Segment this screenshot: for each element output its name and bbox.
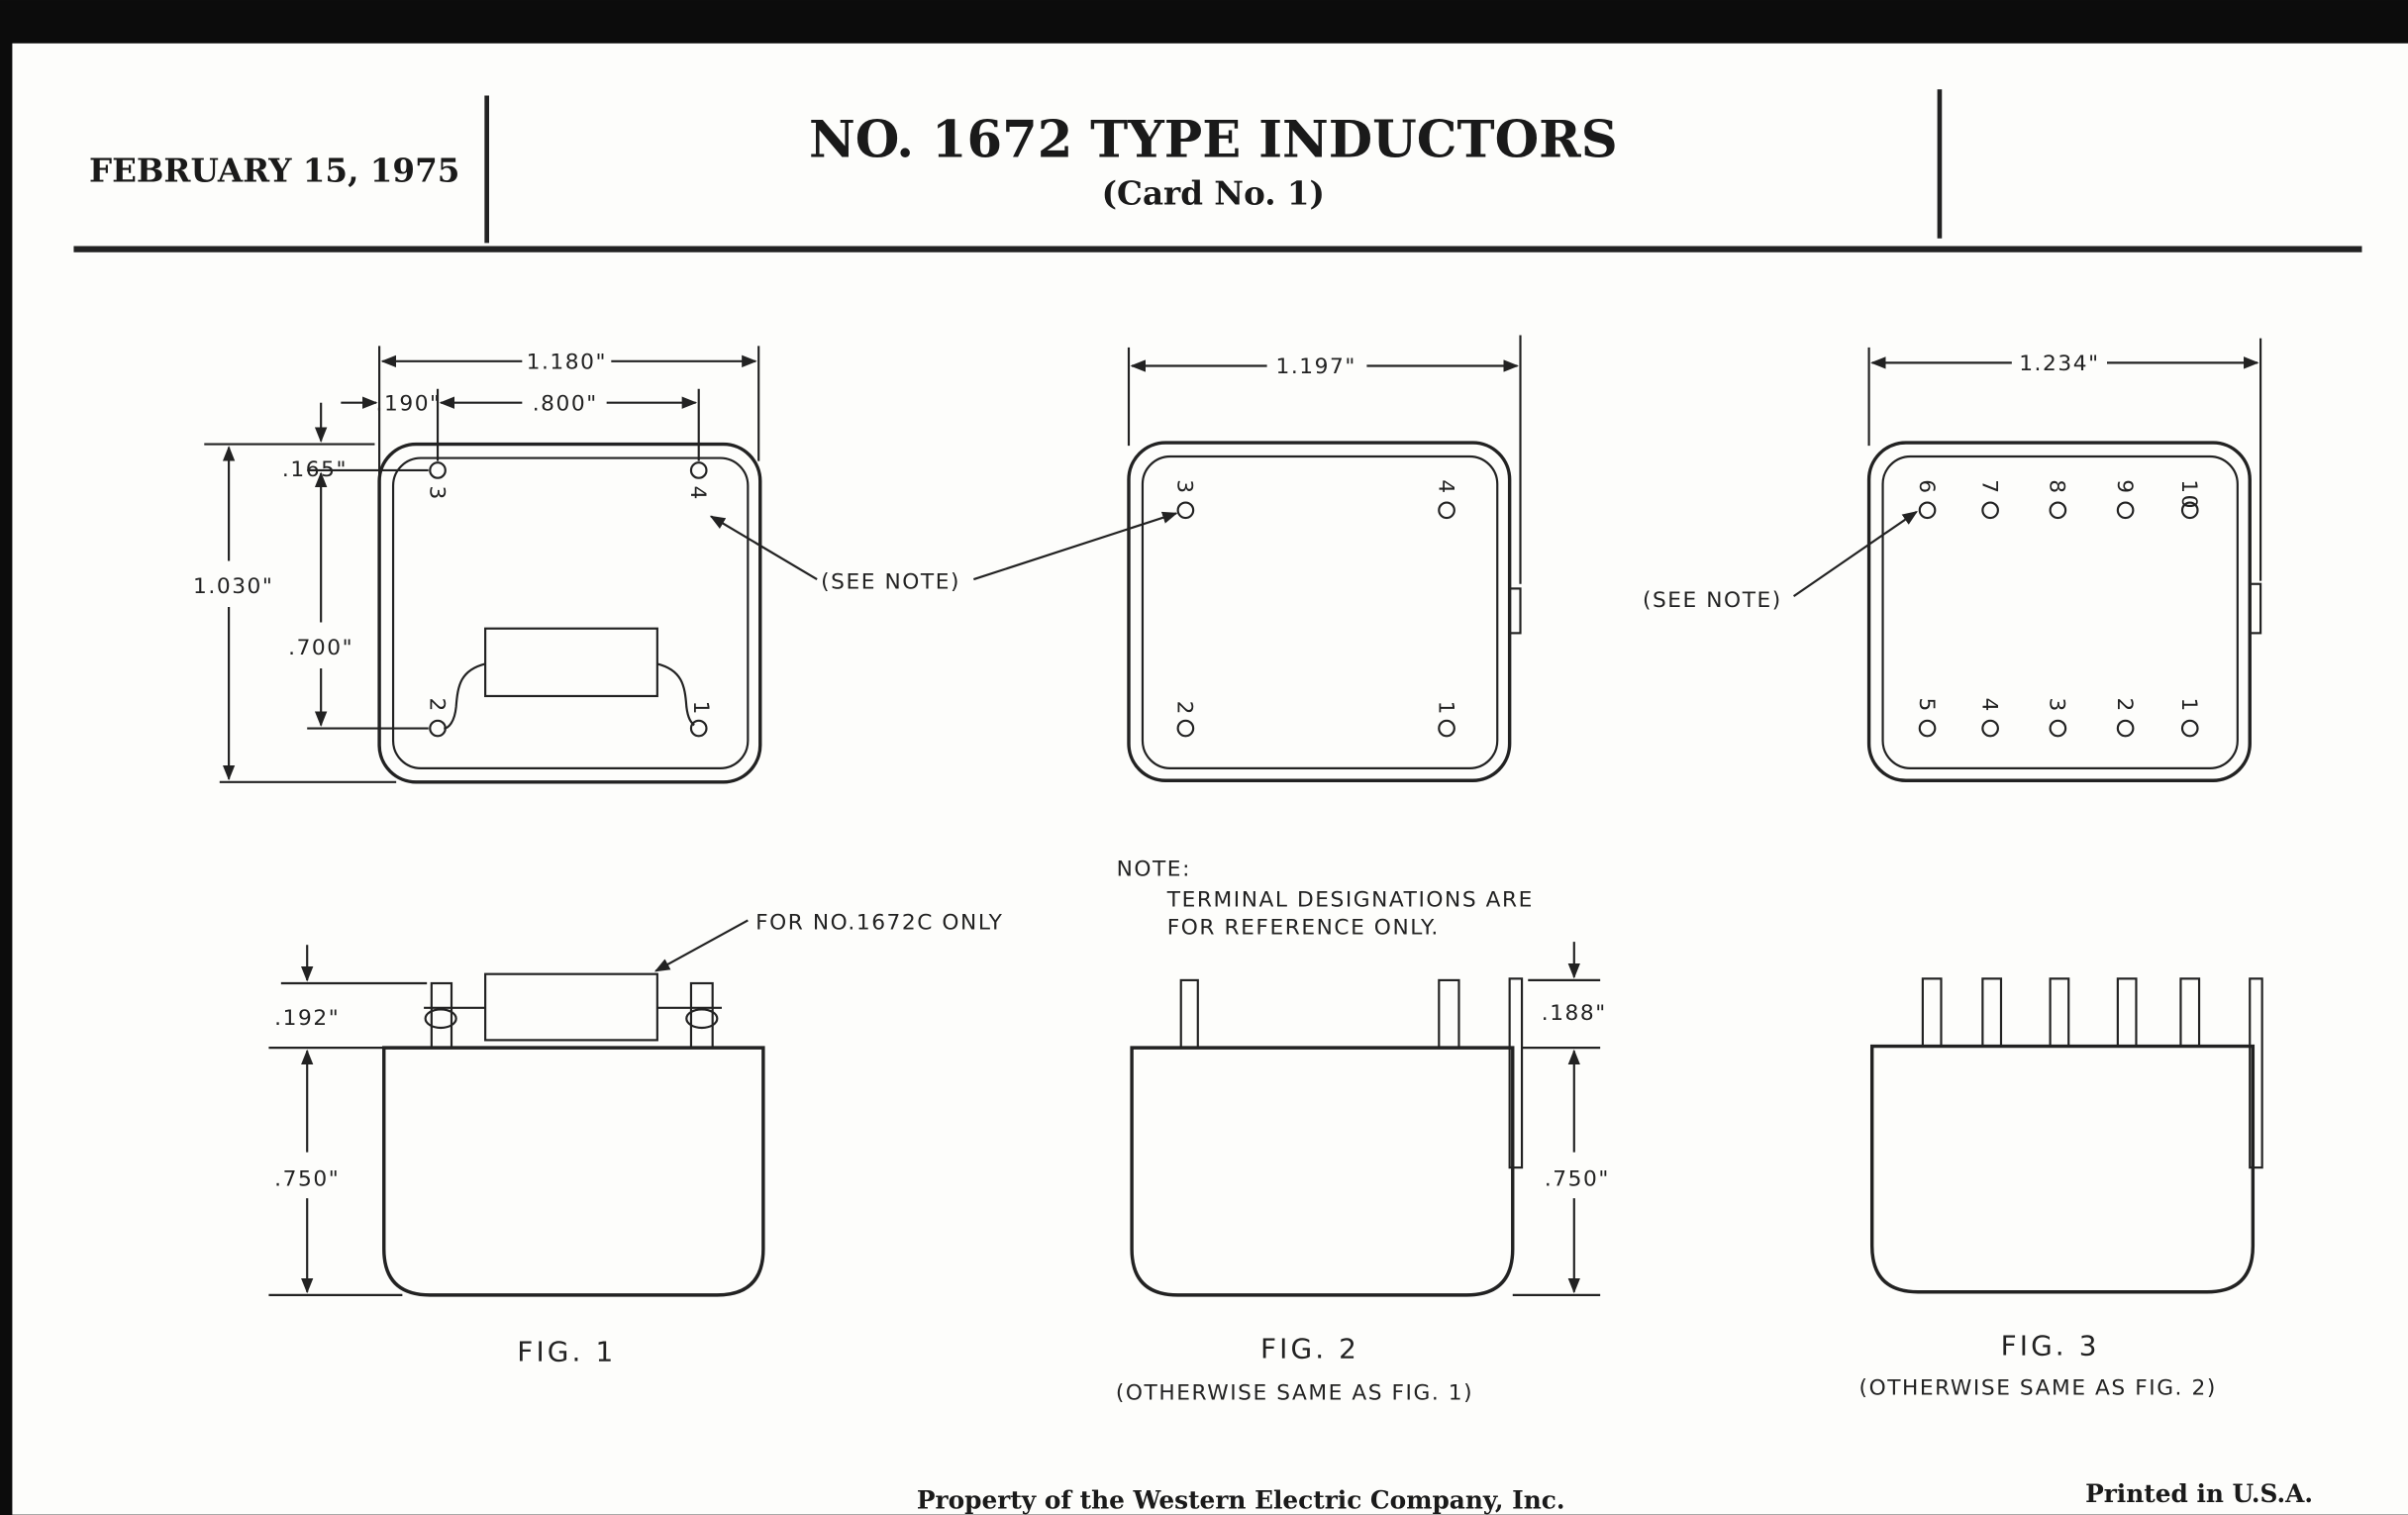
date: FEBRUARY 15, 1975 — [89, 151, 459, 189]
note: NOTE: TERMINAL DESIGNATIONS ARE FOR REFE… — [1117, 857, 1534, 940]
resistor — [484, 627, 658, 698]
terminal-label: 2 — [2112, 698, 2137, 713]
dim-width: 1.234" — [2019, 352, 2099, 376]
footer-property: Property of the Western Electric Company… — [917, 1485, 1565, 1514]
terminal-label: 2 — [1172, 701, 1197, 716]
dim-spacing: .800" — [533, 391, 598, 416]
terminal-label: 8 — [2045, 479, 2069, 494]
card-number: (Card No. 1) — [1102, 174, 1325, 213]
terminal-label: 3 — [424, 485, 449, 500]
terminal-label: 7 — [1976, 479, 2001, 494]
terminal — [1981, 719, 1999, 738]
dim-body-height: .750" — [1545, 1167, 1610, 1192]
terminal — [1918, 501, 1937, 520]
callout-1672c: FOR NO.1672C ONLY — [755, 911, 1003, 936]
svg-text:TERMINAL DESIGNATIONS ARE: TERMINAL DESIGNATIONS ARE — [1166, 887, 1534, 912]
terminal — [2049, 501, 2067, 520]
svg-text:FOR REFERENCE ONLY.: FOR REFERENCE ONLY. — [1167, 915, 1440, 940]
svg-text:NOTE:: NOTE: — [1117, 857, 1191, 881]
dim-row-spacing: .700" — [288, 636, 353, 660]
terminal-label: 4 — [685, 485, 710, 500]
fig2-caption: FIG. 2 — [1260, 1332, 1359, 1364]
see-note-callout: (SEE NOTE) — [1643, 588, 1782, 613]
terminal-label: 3 — [2045, 698, 2069, 713]
terminal-label: 3 — [1172, 479, 1197, 494]
terminal-3 — [429, 461, 447, 479]
terminal-label: 10 — [2176, 479, 2201, 510]
header: FEBRUARY 15, 1975 NO. 1672 TYPE INDUCTOR… — [73, 89, 2362, 252]
fig1-side-view: .192" .750" FOR NO.1672C ONLY FIG. 1 — [268, 911, 1003, 1368]
dim-pin-height: .192" — [274, 1006, 340, 1031]
terminal-label: 6 — [1914, 479, 1939, 494]
dim-pin-height: .188" — [1542, 1001, 1607, 1026]
dim-width: 1.180" — [527, 351, 607, 375]
terminal — [1981, 501, 1999, 520]
terminal — [1918, 719, 1937, 738]
fig1-top-view: 3 4 2 1 1.180" .190" .800" 1.030" .165" … — [193, 346, 762, 784]
fig2-top-view: 3 4 2 1 1.197" — [1127, 335, 1522, 782]
terminal-4 — [689, 461, 708, 479]
dim-body-height: .750" — [274, 1167, 340, 1192]
fig3-top-view: 6 5 7 4 8 3 9 2 10 1 1.234" (SEE NOTE) — [1643, 338, 2262, 782]
terminal-label: 4 — [1433, 479, 1457, 494]
terminal — [2049, 719, 2067, 738]
terminal-label: 2 — [424, 698, 449, 713]
fig1-caption: FIG. 1 — [517, 1336, 616, 1368]
fig3-caption: FIG. 3 — [2001, 1329, 2100, 1362]
terminal-label: 5 — [1914, 698, 1939, 713]
page-title: NO. 1672 TYPE INDUCTORS — [809, 111, 1618, 170]
svg-text:(SEE NOTE): (SEE NOTE) — [821, 569, 960, 594]
fig3-subcaption: (OTHERWISE SAME AS FIG. 2) — [1859, 1376, 2217, 1401]
terminal — [2116, 719, 2135, 738]
terminal-label: 4 — [1976, 698, 2001, 713]
terminal-label: 9 — [2112, 479, 2137, 494]
dim-width: 1.197" — [1276, 354, 1356, 379]
fig2-subcaption: (OTHERWISE SAME AS FIG. 1) — [1116, 1380, 1473, 1405]
terminal — [2180, 719, 2199, 738]
terminal — [2116, 501, 2135, 520]
dim-height: 1.030" — [193, 574, 273, 599]
fig3-side-view: FIG. 3 (OTHERWISE SAME AS FIG. 2) — [1859, 977, 2263, 1401]
terminal-1 — [689, 719, 708, 738]
terminal-label: 1 — [2176, 698, 2201, 713]
terminal — [2180, 501, 2199, 520]
terminal-label: 1 — [1433, 701, 1457, 716]
footer-printed: Printed in U.S.A. — [2085, 1479, 2313, 1508]
terminal-label: 1 — [688, 701, 713, 716]
dim-offset: .190" — [376, 391, 442, 416]
fig2-side-view: .188" .750" FIG. 2 (OTHERWISE SAME AS FI… — [1116, 942, 1610, 1405]
